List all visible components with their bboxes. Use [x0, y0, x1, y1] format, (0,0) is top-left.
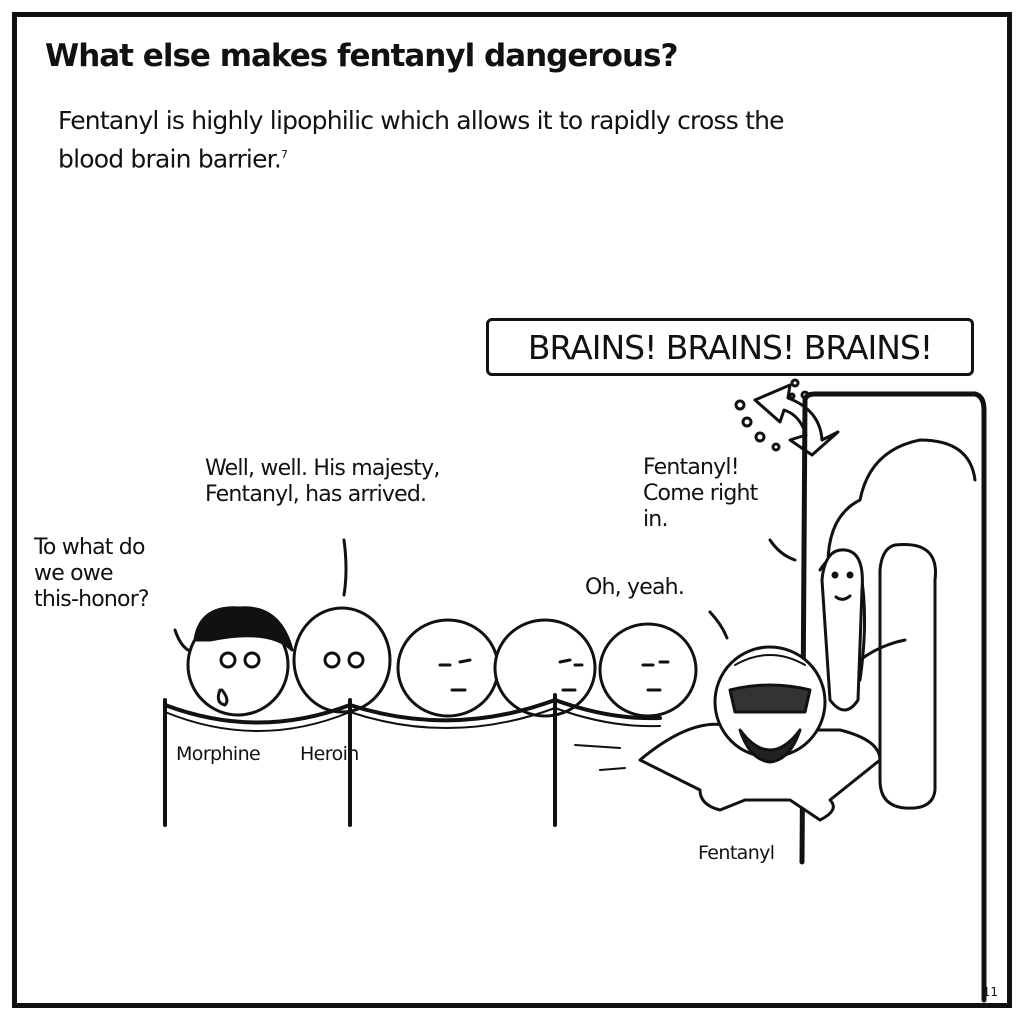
comic-panel-frame — [12, 12, 1012, 1008]
bystander-character — [598, 622, 698, 718]
heroin-speech: Well, well. His majesty, Fentanyl, has a… — [205, 456, 440, 507]
body-line-2: blood brain barrier. — [58, 144, 282, 174]
page-number: 11 — [982, 985, 998, 999]
arrow-icon — [734, 378, 840, 457]
fentanyl-character — [638, 645, 882, 822]
morphine-label: Morphine — [176, 743, 261, 765]
fentanyl-speech: Oh, yeah. — [585, 575, 685, 600]
body-line-1: Fentanyl is highly lipophilic which allo… — [58, 106, 785, 135]
fentanyl-label: Fentanyl — [698, 842, 775, 864]
rope-barrier — [163, 693, 662, 827]
brains-sign: BRAINS! BRAINS! BRAINS! — [486, 318, 974, 376]
speech-tail — [173, 628, 190, 652]
doorman-speech: Fentanyl! Come right in. — [643, 455, 758, 532]
speech-tail — [768, 538, 797, 562]
footnote-marker: 7 — [281, 148, 288, 161]
doorman-character — [820, 548, 864, 712]
heroin-label: Heroin — [300, 743, 359, 765]
morphine-speech: To what do we owe this-honor? — [34, 535, 150, 612]
panel-title: What else makes fentanyl dangerous? — [45, 38, 678, 74]
morphine-character — [186, 606, 294, 717]
speech-tail — [342, 538, 348, 597]
brains-sign-text: BRAINS! BRAINS! BRAINS! — [527, 327, 933, 367]
speech-tail — [708, 610, 729, 640]
bystander-character — [396, 618, 500, 718]
panel-body-text: Fentanyl is highly lipophilic which allo… — [58, 104, 785, 176]
heroin-character — [292, 606, 392, 714]
bystander-character — [493, 618, 597, 718]
